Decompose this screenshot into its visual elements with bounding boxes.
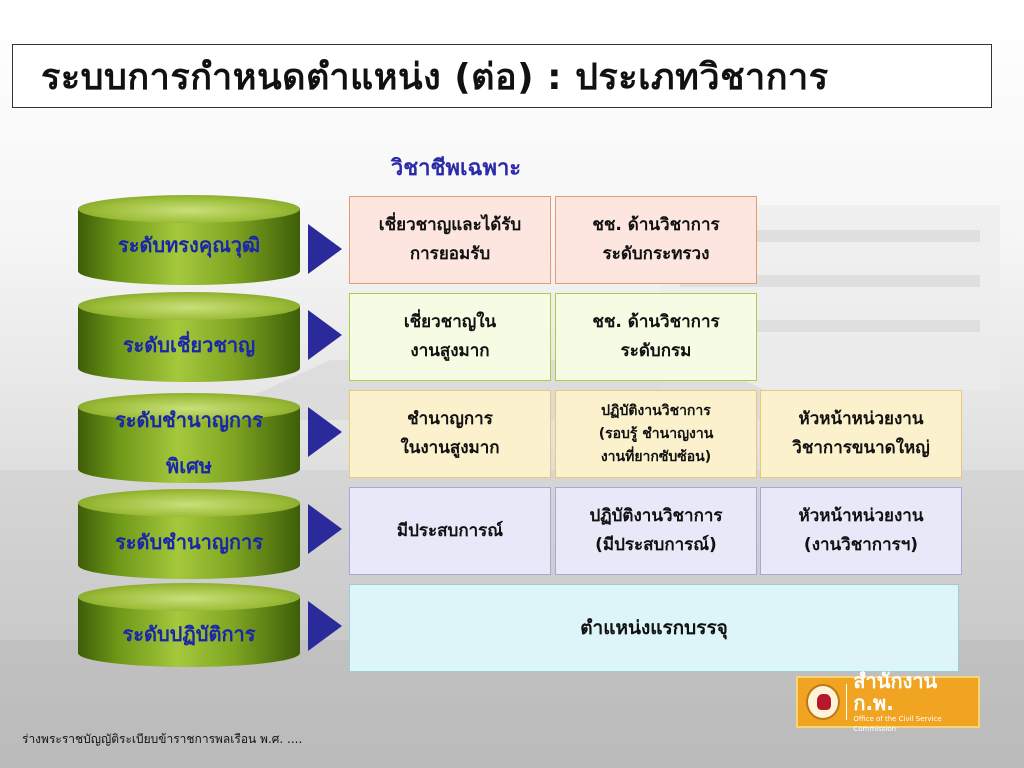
position-cell: หัวหน้าหน่วยงาน(งานวิชาการฯ) [760,487,962,575]
level-cylinder-4: ระดับชำนาญการ [78,489,300,581]
footer-note: ร่างพระราชบัญญัติระเบียบข้าราชการพลเรือน… [22,732,303,746]
position-cell: เชี่ยวชาญในงานสูงมาก [349,293,551,381]
position-cell: ปฏิบัติงานวิชาการ(รอบรู้ ชำนาญงานงานที่ย… [555,390,757,478]
position-cell: ชช. ด้านวิชาการระดับกระทรวง [555,196,757,284]
arrow-right-icon [308,601,342,651]
position-cell: ชำนาญการในงานสูงมาก [349,390,551,478]
logo-subtitle: Office of the Civil Service Commission [853,715,942,733]
level-label: ระดับชำนาญการ [115,408,263,432]
title-box: ระบบการกำหนดตำแหน่ง (ต่อ) : ประเภทวิชากา… [12,44,992,108]
arrow-right-icon [308,504,342,554]
position-cell-entry: ตำแหน่งแรกบรรจุ [349,584,959,672]
ocsc-seal-icon [806,684,840,720]
level-cylinder-1: ระดับทรงคุณวุฒิ [78,195,300,287]
level-cylinder-5: ระดับปฏิบัติการ [78,583,300,669]
level-label: ระดับปฏิบัติการ [122,622,256,646]
logo-name: สำนักงาน ก.พ. [853,669,938,715]
arrow-right-icon [308,407,342,457]
level-cylinder-3: ระดับชำนาญการ พิเศษ [78,393,300,485]
column-header: วิชาชีพเฉพาะ [390,156,522,181]
level-label: ระดับเชี่ยวชาญ [122,333,256,357]
position-cell: มีประสบการณ์ [349,487,551,575]
level-label: พิเศษ [166,454,212,478]
position-cell: หัวหน้าหน่วยงานวิชาการขนาดใหญ่ [760,390,962,478]
position-cell: เชี่ยวชาญและได้รับการยอมรับ [349,196,551,284]
level-cylinder-2: ระดับเชี่ยวชาญ [78,292,300,384]
position-cell: ปฏิบัติงานวิชาการ(มีประสบการณ์) [555,487,757,575]
page-title: ระบบการกำหนดตำแหน่ง (ต่อ) : ประเภทวิชากา… [41,56,829,98]
arrow-right-icon [308,224,342,274]
level-label: ระดับชำนาญการ [115,530,263,554]
position-cell: ชช. ด้านวิชาการระดับกรม [555,293,757,381]
level-label: ระดับทรงคุณวุฒิ [117,233,261,257]
ocsc-logo: สำนักงาน ก.พ. Office of the Civil Servic… [796,670,980,733]
arrow-right-icon [308,310,342,360]
